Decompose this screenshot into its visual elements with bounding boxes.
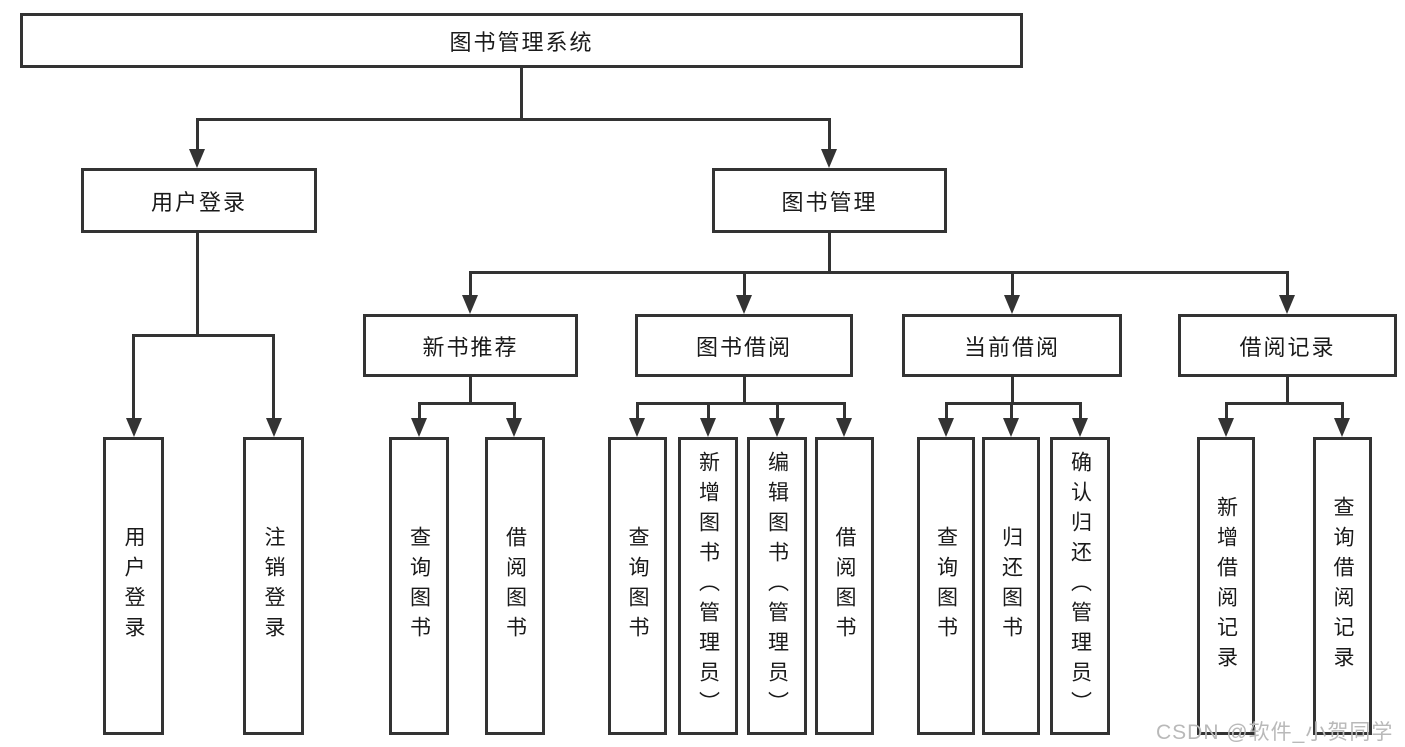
connector-stub-leaf: [1010, 402, 1013, 420]
leaf-borrowing-add-book-admin: 新增图书（管理员）: [678, 437, 738, 735]
connector-stub-new-book-recommend: [469, 271, 472, 297]
leaf-current-query-books: 查询图书: [917, 437, 975, 735]
connector-stub-leaf: [843, 402, 846, 420]
arrowhead-icon: [821, 149, 837, 168]
node-label: 归还图书: [999, 526, 1023, 646]
arrowhead-icon: [1072, 418, 1088, 437]
node-new-book-recommend: 新书推荐: [363, 314, 578, 377]
connector-stub-leaf: [1341, 402, 1344, 420]
connector-borrowing-branch: [636, 402, 846, 405]
node-label: 新增图书（管理员）: [696, 451, 720, 721]
node-label: 编辑图书（管理员）: [765, 451, 789, 721]
node-label: 借阅图书: [833, 526, 856, 646]
connector-root-stem: [520, 68, 523, 120]
connector-root-branch: [196, 118, 830, 121]
connector-stub-user-login: [196, 118, 199, 151]
arrowhead-icon: [411, 418, 427, 437]
arrowhead-icon: [736, 295, 752, 314]
node-label: 查询图书: [407, 526, 431, 646]
node-user-login: 用户登录: [81, 168, 317, 233]
connector-records-stem: [1286, 377, 1289, 405]
node-label: 用户登录: [122, 526, 145, 646]
node-borrowing-records: 借阅记录: [1178, 314, 1397, 377]
connector-stub-leaf: [776, 402, 779, 420]
connector-stub-leaf: [945, 402, 948, 420]
arrowhead-icon: [506, 418, 522, 437]
connector-stub-borrowing-records: [1286, 271, 1289, 297]
arrowhead-icon: [1279, 295, 1295, 314]
arrowhead-icon: [1004, 295, 1020, 314]
connector-user-login-stem: [196, 233, 199, 336]
leaf-user-login: 用户登录: [103, 437, 164, 735]
connector-stub-leaf: [1225, 402, 1228, 420]
arrowhead-icon: [1334, 418, 1350, 437]
leaf-records-add-record: 新增借阅记录: [1197, 437, 1255, 735]
connector-user-login-branch: [132, 334, 275, 337]
leaf-logout: 注销登录: [243, 437, 304, 735]
connector-stub-leaf-user-login: [132, 334, 135, 419]
node-current-borrowing: 当前借阅: [902, 314, 1122, 377]
leaf-records-query-record: 查询借阅记录: [1313, 437, 1372, 735]
node-label: 借阅图书: [503, 526, 527, 646]
connector-stub-book-borrowing: [743, 271, 746, 297]
connector-stub-leaf-logout: [272, 334, 275, 419]
arrowhead-icon: [769, 418, 785, 437]
arrowhead-icon: [462, 295, 478, 314]
leaf-borrowing-edit-book-admin: 编辑图书（管理员）: [747, 437, 807, 735]
arrowhead-icon: [629, 418, 645, 437]
node-label: 新增借阅记录: [1214, 496, 1238, 676]
leaf-recommend-query-books: 查询图书: [389, 437, 449, 735]
arrowhead-icon: [266, 418, 282, 437]
connector-book-management-stem: [828, 233, 831, 274]
watermark-text: CSDN @软件_小贺同学: [1156, 721, 1394, 744]
connector-current-stem: [1011, 377, 1014, 405]
leaf-borrowing-borrow-books: 借阅图书: [815, 437, 874, 735]
leaf-borrowing-query-books: 查询图书: [608, 437, 667, 735]
node-label: 查询借阅记录: [1331, 496, 1354, 676]
leaf-current-confirm-return-admin: 确认归还（管理员）: [1050, 437, 1110, 735]
leaf-recommend-borrow-books: 借阅图书: [485, 437, 545, 735]
arrowhead-icon: [189, 149, 205, 168]
connector-recommend-stem: [469, 377, 472, 405]
connector-records-branch: [1225, 402, 1344, 405]
node-book-management: 图书管理: [712, 168, 947, 233]
arrowhead-icon: [700, 418, 716, 437]
arrowhead-icon: [1003, 418, 1019, 437]
node-library-management-system: 图书管理系统: [20, 13, 1023, 68]
connector-recommend-branch: [418, 402, 516, 405]
connector-stub-leaf: [636, 402, 639, 420]
arrowhead-icon: [938, 418, 954, 437]
node-label: 查询图书: [934, 526, 958, 646]
arrowhead-icon: [1218, 418, 1234, 437]
node-label: 查询图书: [626, 526, 649, 646]
leaf-current-return-book: 归还图书: [982, 437, 1040, 735]
node-label: 注销登录: [262, 526, 285, 646]
arrowhead-icon: [126, 418, 142, 437]
connector-stub-current-borrowing: [1011, 271, 1014, 297]
connector-stub-book-management: [828, 118, 831, 151]
connector-stub-leaf: [707, 402, 710, 420]
connector-book-management-branch: [469, 271, 1289, 274]
node-label: 确认归还（管理员）: [1068, 451, 1092, 721]
connector-stub-leaf: [513, 402, 516, 420]
connector-stub-leaf: [418, 402, 421, 420]
arrowhead-icon: [836, 418, 852, 437]
node-book-borrowing: 图书借阅: [635, 314, 853, 377]
connector-borrowing-stem: [743, 377, 746, 405]
connector-stub-leaf: [1079, 402, 1082, 420]
connector-current-branch: [945, 402, 1082, 405]
